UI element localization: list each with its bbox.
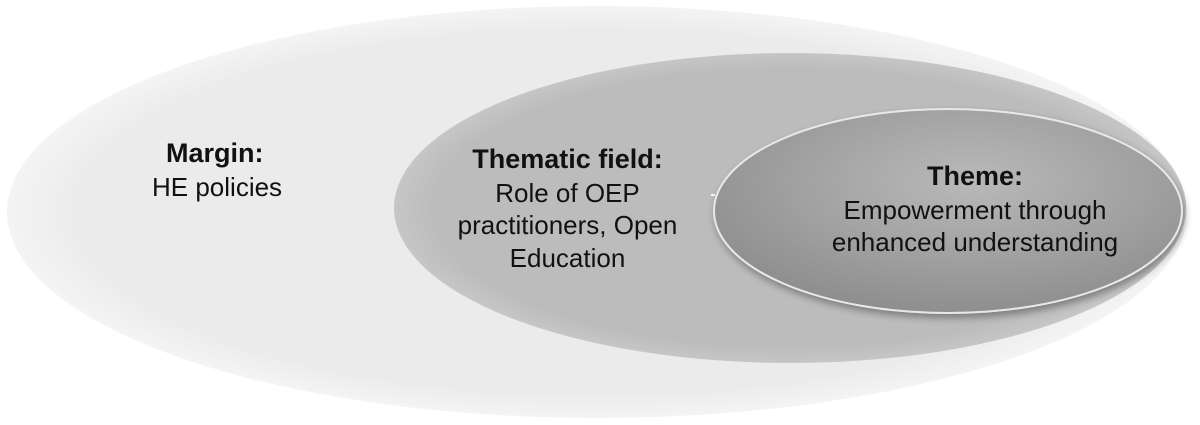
theme-body: Empowerment through enhanced understandi… (831, 194, 1119, 258)
small-tick-mark (711, 194, 715, 196)
theme-heading: Theme: (926, 161, 1024, 191)
theme-label: Theme: Empowerment through enhanced unde… (790, 160, 1160, 259)
thematic-field-body: Role of OEP practitioners, Open Educatio… (457, 177, 678, 273)
thematic-field-label: Thematic field: Role of OEP practitioner… (430, 143, 705, 274)
thematic-field-heading: Thematic field: (472, 144, 663, 174)
margin-heading: Margin: (166, 138, 264, 168)
margin-label: Margin: HE policies (118, 137, 348, 203)
inner-ellipse-theme (713, 108, 1183, 314)
margin-body: HE policies (152, 171, 283, 202)
